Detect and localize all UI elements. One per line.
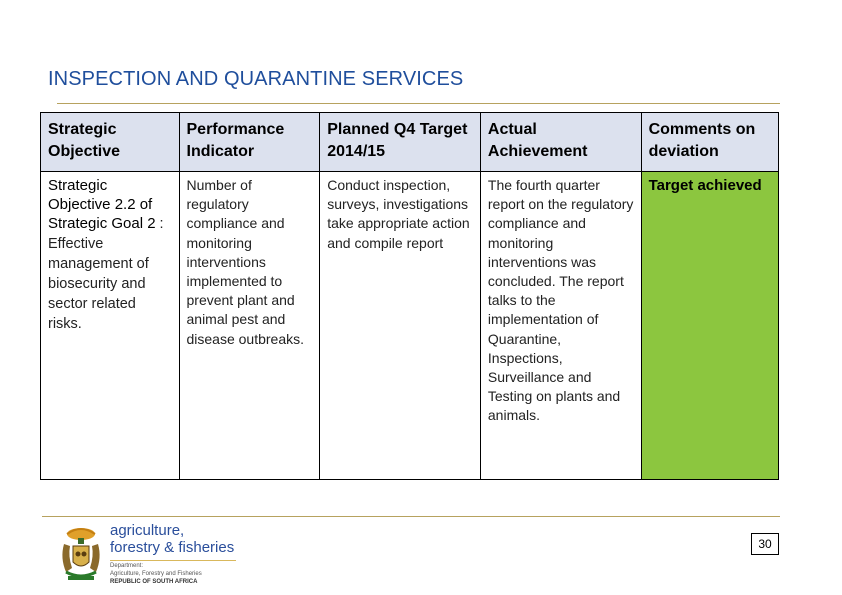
page-number: 30 bbox=[751, 533, 779, 555]
header-planned-target: Planned Q4 Target 2014/15 bbox=[319, 112, 481, 172]
strategic-objective-title: Strategic Objective 2.2 of Strategic Goa… bbox=[48, 177, 156, 233]
cell-comments: Target achieved bbox=[640, 171, 780, 480]
brand-block: agriculture, forestry & fisheries Depart… bbox=[110, 522, 236, 586]
department-name: Agriculture, Forestry and Fisheries bbox=[110, 570, 202, 577]
table-row: Strategic Objective 2.2 of Strategic Goa… bbox=[40, 171, 780, 480]
page-title: INSPECTION AND QUARANTINE SERVICES bbox=[48, 68, 464, 90]
header-strategic-objective: Strategic Objective bbox=[40, 112, 180, 172]
footer-divider bbox=[42, 516, 780, 517]
brand-name-line1: agriculture, bbox=[110, 522, 185, 539]
performance-table: Strategic Objective Performance Indicato… bbox=[40, 112, 780, 480]
country-label: REPUBLIC OF SOUTH AFRICA bbox=[110, 579, 198, 585]
table-header-row: Strategic Objective Performance Indicato… bbox=[40, 112, 780, 172]
title-divider bbox=[57, 103, 780, 104]
cell-actual-achievement: The fourth quarter report on the regulat… bbox=[479, 171, 642, 480]
cell-planned-target: Conduct inspection, surveys, investigati… bbox=[319, 171, 481, 480]
header-performance-indicator: Performance Indicator bbox=[178, 112, 321, 172]
brand-name-line2: forestry & fisheries bbox=[110, 539, 235, 556]
cell-strategic-objective: Strategic Objective 2.2 of Strategic Goa… bbox=[40, 171, 180, 480]
department-label: Department: bbox=[110, 563, 144, 569]
header-comments: Comments on deviation bbox=[640, 112, 780, 172]
cell-performance-indicator: Number of regulatory compliance and moni… bbox=[178, 171, 321, 480]
coat-of-arms-icon bbox=[62, 528, 100, 580]
strategic-objective-description: : Effective management of biosecurity an… bbox=[48, 216, 164, 333]
brand-divider bbox=[110, 560, 236, 561]
header-actual-achievement: Actual Achievement bbox=[479, 112, 642, 172]
